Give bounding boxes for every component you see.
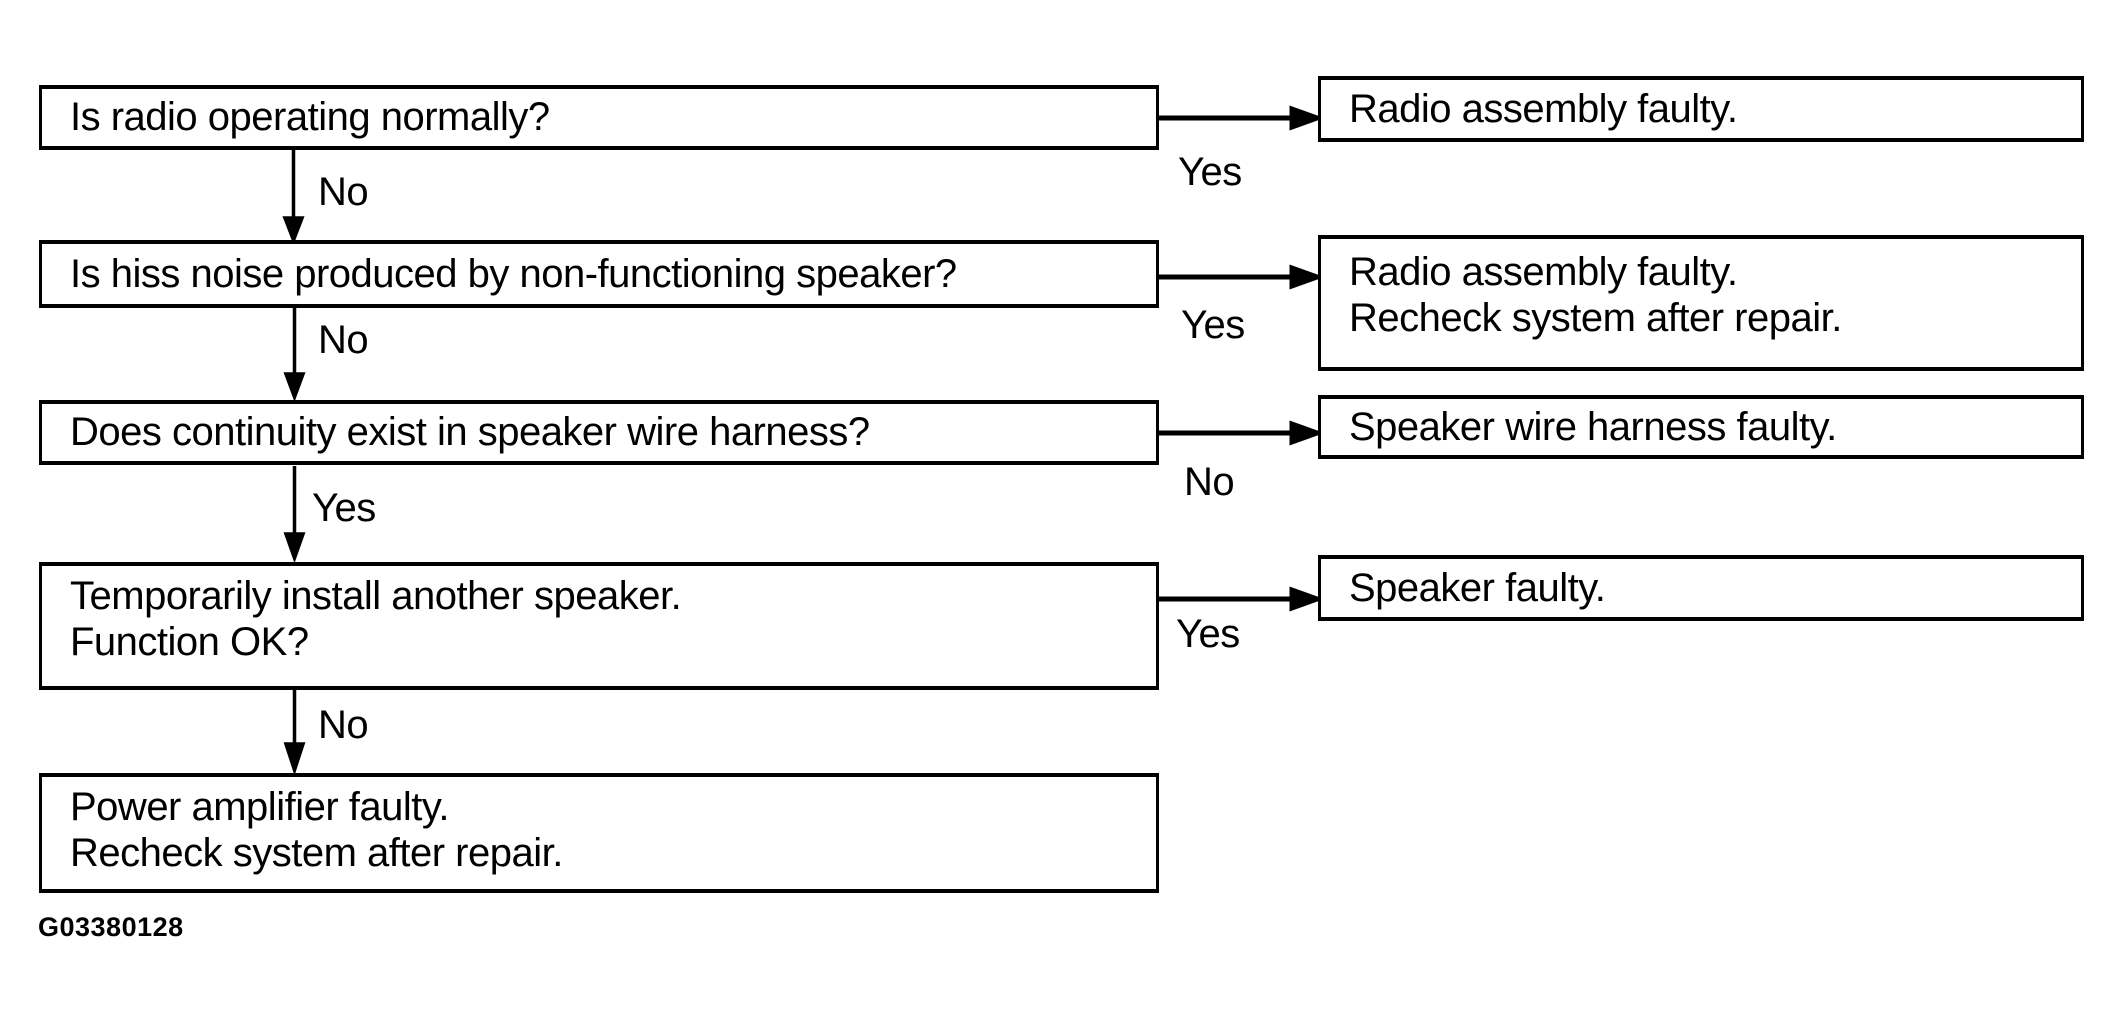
arrowhead-down-3 [283,532,306,564]
decision-text: Is radio operating normally? [70,95,550,139]
decision-text-line-2: Function OK? [70,620,309,664]
arrowhead-down-1 [282,216,305,245]
result-text-line-2: Recheck system after repair. [1349,296,1842,340]
branch-label-no-4: No [318,703,369,747]
branch-label-yes-1: Yes [1178,150,1242,194]
decision-box-hiss-noise: Is hiss noise produced by non-functionin… [39,240,1159,308]
result-box-radio-assembly: Radio assembly faulty. [1318,76,2084,142]
arrowhead-right-3 [1289,420,1325,446]
result-box-speaker-harness: Speaker wire harness faulty. [1318,395,2084,459]
arrowhead-right-4 [1289,586,1325,612]
branch-label-yes-3: Yes [312,486,376,530]
branch-label-no-3: No [1184,460,1235,504]
arrowhead-right-1 [1289,105,1325,131]
result-text-line-2: Recheck system after repair. [70,831,563,875]
arrowhead-right-2 [1289,264,1325,290]
figure-code: G03380128 [38,912,184,942]
result-box-radio-assembly-recheck: Radio assembly faulty. Recheck system af… [1318,235,2084,371]
result-box-power-amplifier: Power amplifier faulty. Recheck system a… [39,773,1159,893]
decision-box-radio-operating: Is radio operating normally? [39,85,1159,150]
arrowhead-down-2 [283,372,306,403]
result-text: Radio assembly faulty. [1349,86,1738,131]
decision-box-test-speaker: Temporarily install another speaker. Fun… [39,562,1159,690]
result-box-speaker: Speaker faulty. [1318,555,2084,621]
decision-box-harness-continuity: Does continuity exist in speaker wire ha… [39,400,1159,465]
branch-label-yes-2: Yes [1181,303,1245,347]
decision-text: Does continuity exist in speaker wire ha… [70,410,870,454]
decision-text: Is hiss noise produced by non-functionin… [70,251,957,296]
branch-label-yes-4: Yes [1176,612,1240,656]
result-text-line-1: Radio assembly faulty. [1349,250,1738,294]
arrowhead-down-4 [283,742,306,776]
branch-label-no-2: No [318,318,369,362]
decision-text-line-1: Temporarily install another speaker. [70,574,682,618]
result-text: Speaker faulty. [1349,565,1606,610]
branch-label-no-1: No [318,170,369,214]
result-text-line-1: Power amplifier faulty. [70,785,450,829]
result-text: Speaker wire harness faulty. [1349,404,1837,449]
